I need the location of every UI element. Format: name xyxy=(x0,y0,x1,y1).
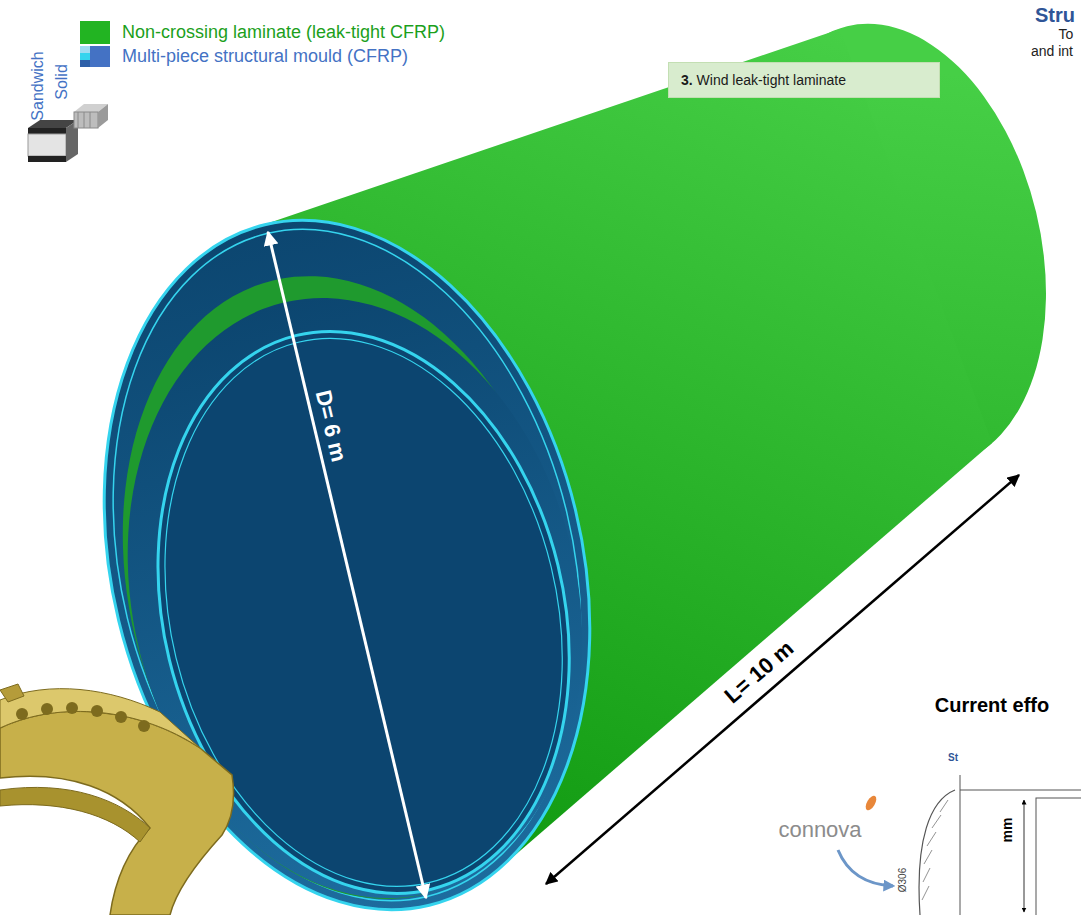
legend-type-label: Solid xyxy=(53,64,71,100)
bolt-hole xyxy=(91,705,103,717)
bolt-hole xyxy=(41,703,53,715)
bolt-hole xyxy=(16,708,28,720)
sandwich-skin xyxy=(28,156,66,162)
curved-arrow xyxy=(838,850,893,886)
legend-swatch xyxy=(80,46,110,67)
drawing-line xyxy=(960,790,1081,791)
dimension-line xyxy=(1024,800,1025,912)
ring-flange xyxy=(0,689,200,748)
step-box: 3. Wind leak-tight laminate xyxy=(668,62,940,98)
drawing-outline xyxy=(1036,798,1081,915)
hatching xyxy=(922,800,948,900)
sandwich-core xyxy=(28,134,66,156)
bolt-hole xyxy=(66,702,78,714)
sandwich-stripe xyxy=(80,46,90,67)
length-arrow xyxy=(546,475,1019,884)
bolt-hole xyxy=(115,711,127,723)
technical-drawing xyxy=(919,775,1081,915)
solid-stripe xyxy=(84,112,85,128)
step-label: 3. Wind leak-tight laminate xyxy=(681,72,846,88)
legend-type-label: Sandwich xyxy=(29,51,47,120)
drawing-profile xyxy=(919,790,955,915)
step-label-part: Wind leak-tight laminate xyxy=(693,72,846,88)
ring-slot xyxy=(0,684,24,702)
logo-leaf xyxy=(864,794,879,812)
solid-side xyxy=(98,104,108,128)
dimension-label: mm xyxy=(999,818,1015,843)
drawing-label: St xyxy=(948,752,958,764)
sandwich-icon xyxy=(28,120,78,162)
diameter-arrow xyxy=(268,232,426,898)
solid-icon xyxy=(74,104,108,128)
dimension-label: D= 6 m xyxy=(310,388,351,465)
solid-front xyxy=(74,112,98,128)
section-heading: Current effo xyxy=(935,694,1049,717)
ring-lip xyxy=(0,787,150,842)
bolt-hole xyxy=(138,720,150,732)
dimension-label: L= 10 m xyxy=(719,635,798,708)
body-text: To xyxy=(1059,26,1074,42)
legend-swatch xyxy=(80,21,110,44)
logo-text: connova xyxy=(778,817,861,842)
ring-body xyxy=(0,711,234,915)
solid-stripe xyxy=(78,112,79,128)
section-heading: Stru xyxy=(1035,4,1075,27)
legend-row: Multi-piece structural mould (CFRP) xyxy=(80,46,408,67)
seal-ring xyxy=(0,684,234,915)
legend-label: Multi-piece structural mould (CFRP) xyxy=(122,46,408,67)
solid-stripe xyxy=(90,112,91,128)
legend-label: Non-crossing laminate (leak-tight CFRP) xyxy=(122,22,445,43)
step-label-part: 3. xyxy=(681,72,693,88)
sandwich-skin xyxy=(28,128,66,134)
legend-row: Non-crossing laminate (leak-tight CFRP) xyxy=(80,21,445,44)
dimension-label: Ø306 xyxy=(897,868,909,892)
body-text: and int xyxy=(1031,43,1073,59)
drawing-line xyxy=(960,775,961,915)
